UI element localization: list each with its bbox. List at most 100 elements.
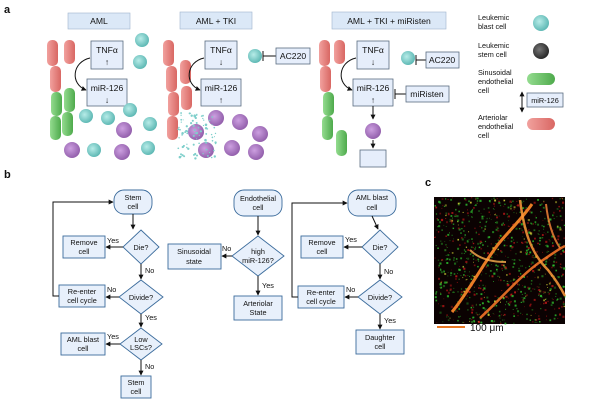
label-no: No (145, 266, 154, 275)
endo-sin-line2: state (186, 257, 202, 266)
arteriolar-cell (167, 116, 178, 140)
fluorescence-speckle (467, 275, 469, 277)
fluorescence-speckle (482, 307, 485, 310)
fluorescence-speckle (520, 273, 522, 275)
fluorescence-speckle (550, 304, 553, 307)
fluorescence-speckle (482, 244, 484, 246)
blast-start-line2: cell (367, 203, 378, 212)
fluorescence-speckle (539, 239, 541, 242)
fluorescence-speckle (551, 301, 554, 304)
fluorescence-speckle (476, 313, 478, 316)
fluorescence-speckle (502, 222, 504, 224)
fluorescence-speckle (505, 255, 506, 257)
fluorescence-speckle (495, 221, 499, 224)
fluorescence-speckle (555, 296, 557, 297)
fluorescence-speckle (528, 253, 530, 256)
blast-cell (401, 51, 415, 65)
fluorescence-speckle (513, 300, 516, 303)
fluorescence-speckle (555, 269, 558, 272)
fluorescence-speckle (557, 298, 559, 300)
sinusoidal-cell (322, 116, 333, 140)
fluorescence-speckle (492, 247, 495, 250)
label-no: No (346, 285, 355, 294)
fluorescence-speckle (522, 298, 524, 300)
fluorescence-speckle (537, 269, 539, 271)
fluorescence-speckle (457, 319, 459, 322)
fluorescence-speckle (486, 264, 489, 267)
fluorescence-speckle (475, 204, 477, 207)
empty-outcome-box (359, 149, 387, 168)
fluorescence-speckle (447, 275, 449, 277)
fluorescence-speckle (458, 278, 460, 280)
fluorescence-speckle (549, 319, 552, 322)
fluorescence-speckle (503, 264, 505, 267)
legend-stem-line2: stem cell (478, 50, 507, 59)
fluorescence-speckle (562, 301, 565, 303)
fluorescence-speckle (516, 200, 518, 202)
fluorescence-speckle (451, 212, 454, 214)
fluorescence-speckle (500, 301, 501, 303)
fluorescence-speckle (538, 234, 540, 235)
fluorescence-speckle (529, 251, 532, 254)
fluorescence-speckle (494, 199, 497, 202)
fluorescence-speckle (451, 269, 452, 271)
fluorescence-speckle (475, 198, 477, 200)
fluorescence-speckle (465, 279, 467, 281)
arteriolar-cell (166, 66, 177, 92)
fluorescence-speckle (466, 240, 469, 243)
debris-dot (193, 129, 196, 132)
fluorescence-speckle (440, 242, 443, 245)
fluorescence-speckle (459, 295, 461, 297)
fluorescence-speckle (440, 269, 442, 271)
fluorescence-speckle (544, 291, 546, 294)
fluorescence-speckle (446, 316, 448, 318)
fluorescence-speckle (552, 214, 554, 217)
fluorescence-speckle (480, 293, 483, 296)
purple-cell (188, 124, 204, 140)
fluorescence-speckle (511, 259, 513, 261)
fluorescence-speckle (437, 247, 439, 249)
panel-b-label: b (4, 169, 11, 181)
fluorescence-speckle (479, 221, 481, 223)
arteriolar-cell (168, 92, 179, 116)
debris-dot (203, 119, 205, 121)
scene-tki: TNFα ↓ miR-126 ↑ AC220 (163, 40, 311, 160)
tnf-box-tki (204, 40, 238, 70)
fluorescence-speckle (443, 270, 445, 272)
fluorescence-speckle (489, 217, 490, 219)
fluorescence-speckle (484, 228, 486, 230)
fluorescence-speckle (504, 322, 507, 325)
fluorescence-speckle (510, 280, 512, 282)
fluorescence-speckle (451, 234, 453, 237)
fluorescence-speckle (532, 321, 534, 323)
fluorescence-speckle (562, 275, 563, 277)
fluorescence-speckle (476, 197, 479, 200)
fluorescence-speckle (478, 260, 480, 262)
fluorescence-speckle (522, 314, 523, 316)
fluorescence-speckle (521, 242, 524, 244)
fluorescence-speckle (480, 279, 482, 282)
fluorescence-speckle (563, 237, 565, 239)
endo-start-line2: cell (253, 203, 264, 212)
microscopy-noise (434, 197, 566, 325)
fluorescence-speckle (479, 285, 480, 287)
debris-dot (183, 155, 186, 158)
fluorescence-speckle (446, 258, 449, 260)
debris-dot (186, 130, 189, 133)
fluorescence-speckle (514, 304, 517, 307)
condition-miristen-label: AML + TKI + miRisten (347, 16, 431, 26)
fluorescence-speckle (512, 200, 514, 203)
fluorescence-speckle (469, 318, 471, 320)
stem-reenter-line1: Re-enter (68, 287, 97, 296)
fluorescence-speckle (455, 310, 457, 312)
fluorescence-speckle (531, 261, 534, 264)
debris-dot (211, 116, 214, 118)
fluorescence-speckle (466, 239, 469, 242)
fluorescence-speckle (521, 297, 523, 298)
fluorescence-speckle (482, 230, 485, 233)
fluorescence-speckle (495, 295, 497, 297)
fluorescence-speckle (511, 282, 514, 285)
edge (371, 215, 379, 230)
fluorescence-speckle (447, 213, 450, 216)
fluorescence-speckle (494, 295, 496, 297)
